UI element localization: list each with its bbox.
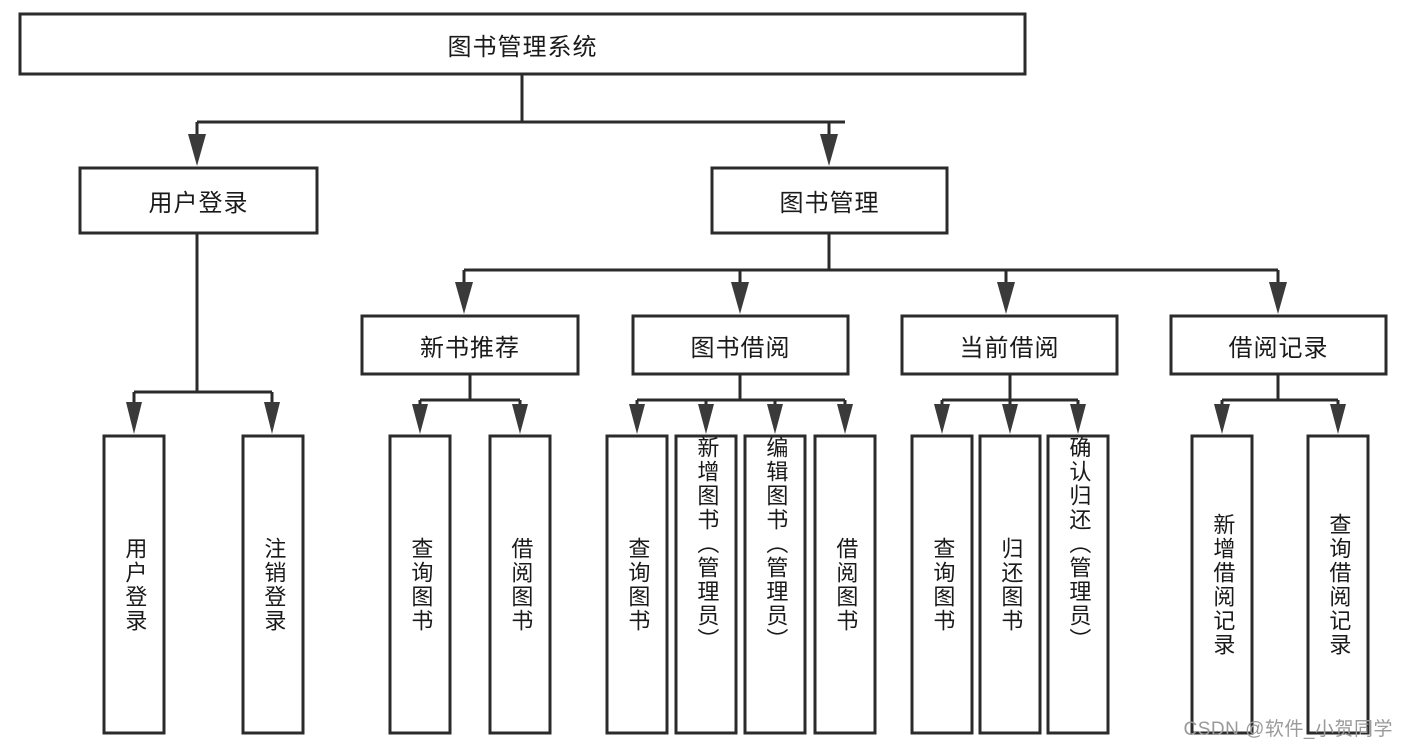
- arrowhead-bb-leaf2: [698, 404, 714, 434]
- node-box-leaf-logout[interactable]: [241, 434, 305, 735]
- arrowhead-cb-leaf2: [1002, 404, 1018, 434]
- csdn-watermark: CSDN @软件_小贺同学: [1183, 719, 1393, 740]
- node-box-current-borrow[interactable]: [900, 314, 1119, 376]
- node-box-leaf-add-book[interactable]: [674, 434, 738, 735]
- arrowhead-bb-leaf4: [837, 404, 853, 434]
- node-box-leaf-add-record[interactable]: [1190, 434, 1254, 735]
- arrowhead-br-leaf2: [1330, 404, 1346, 434]
- arrowhead-cb-leaf3: [1070, 404, 1086, 434]
- arrowhead-bb-leaf3: [767, 404, 783, 434]
- arrowhead-book-mgmt: [820, 134, 838, 166]
- node-box-leaf-query-book-3[interactable]: [910, 434, 974, 735]
- arrowhead-cb-leaf1: [934, 404, 950, 434]
- node-box-leaf-user-login[interactable]: [102, 434, 166, 735]
- arrowhead-bb-leaf1: [629, 404, 645, 434]
- arrowhead-br-leaf1: [1214, 404, 1230, 434]
- arrowhead-nbr-leaf1: [412, 404, 428, 434]
- node-box-leaf-query-record[interactable]: [1306, 434, 1370, 735]
- arrowhead-user-login: [188, 134, 206, 166]
- arrowhead-borrow-record: [1269, 282, 1287, 314]
- node-box-leaf-confirm-return[interactable]: [1046, 434, 1110, 735]
- arrowhead-leaf-user-login: [126, 402, 142, 434]
- node-box-leaf-return-book[interactable]: [978, 434, 1042, 735]
- node-box-root[interactable]: [18, 12, 1027, 76]
- arrowhead-book-borrow: [731, 282, 749, 314]
- arrowhead-leaf-logout: [264, 402, 280, 434]
- arrowhead-current-borrow: [997, 282, 1015, 314]
- node-box-book-management[interactable]: [710, 166, 949, 235]
- node-box-leaf-query-book-2[interactable]: [605, 434, 669, 735]
- node-box-leaf-borrow-book-1[interactable]: [488, 434, 552, 735]
- node-box-user-login[interactable]: [78, 166, 319, 235]
- arrowhead-nbr-leaf2: [512, 404, 528, 434]
- node-box-new-book-recommend[interactable]: [360, 314, 580, 376]
- node-box-leaf-edit-book[interactable]: [743, 434, 807, 735]
- node-box-book-borrow[interactable]: [631, 314, 850, 376]
- node-box-leaf-query-book-1[interactable]: [388, 434, 452, 735]
- node-box-leaf-borrow-book-2[interactable]: [813, 434, 877, 735]
- arrowhead-new-book-recommend: [455, 282, 473, 314]
- node-box-borrow-record[interactable]: [1169, 314, 1388, 376]
